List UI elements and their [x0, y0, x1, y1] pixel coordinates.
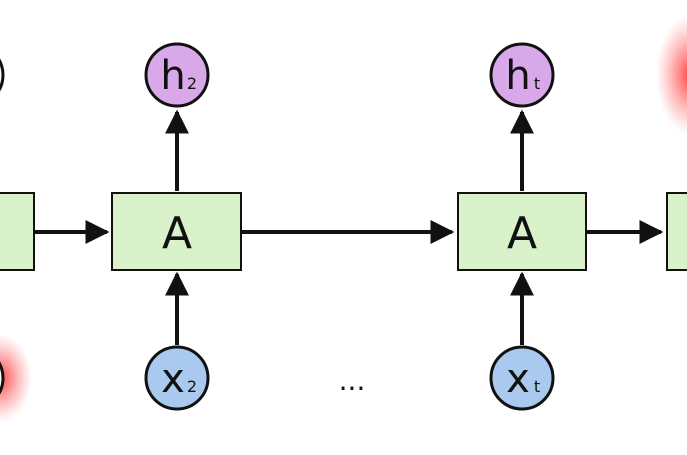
output-ht-main: h [505, 53, 530, 99]
input-x2-main: x [161, 356, 185, 402]
input-xt-sub: t [534, 377, 540, 396]
input-xt-main: x [506, 356, 530, 402]
ellipsis: ... [339, 364, 366, 397]
input-x2-sub: 2 [187, 377, 197, 396]
input-node-x2: x 2 [144, 345, 210, 411]
input-node-xt: x t [489, 345, 555, 411]
output-h2-main: h [160, 53, 185, 99]
glow-right-top [656, 15, 687, 135]
partial-cell-right [666, 192, 687, 271]
output-node-ht: h t [489, 42, 555, 108]
partial-cell-left [0, 192, 35, 271]
cell-1: A [111, 192, 242, 271]
output-h2-sub: 2 [187, 74, 197, 93]
partial-output-node-left [0, 58, 5, 92]
output-node-h2: h 2 [144, 42, 210, 108]
partial-input-node-left [0, 361, 5, 395]
cell-2: A [457, 192, 587, 271]
cell-1-label: A [162, 208, 192, 259]
cell-2-label: A [507, 208, 537, 259]
output-ht-sub: t [534, 74, 540, 93]
glow-left-bottom [0, 334, 32, 422]
